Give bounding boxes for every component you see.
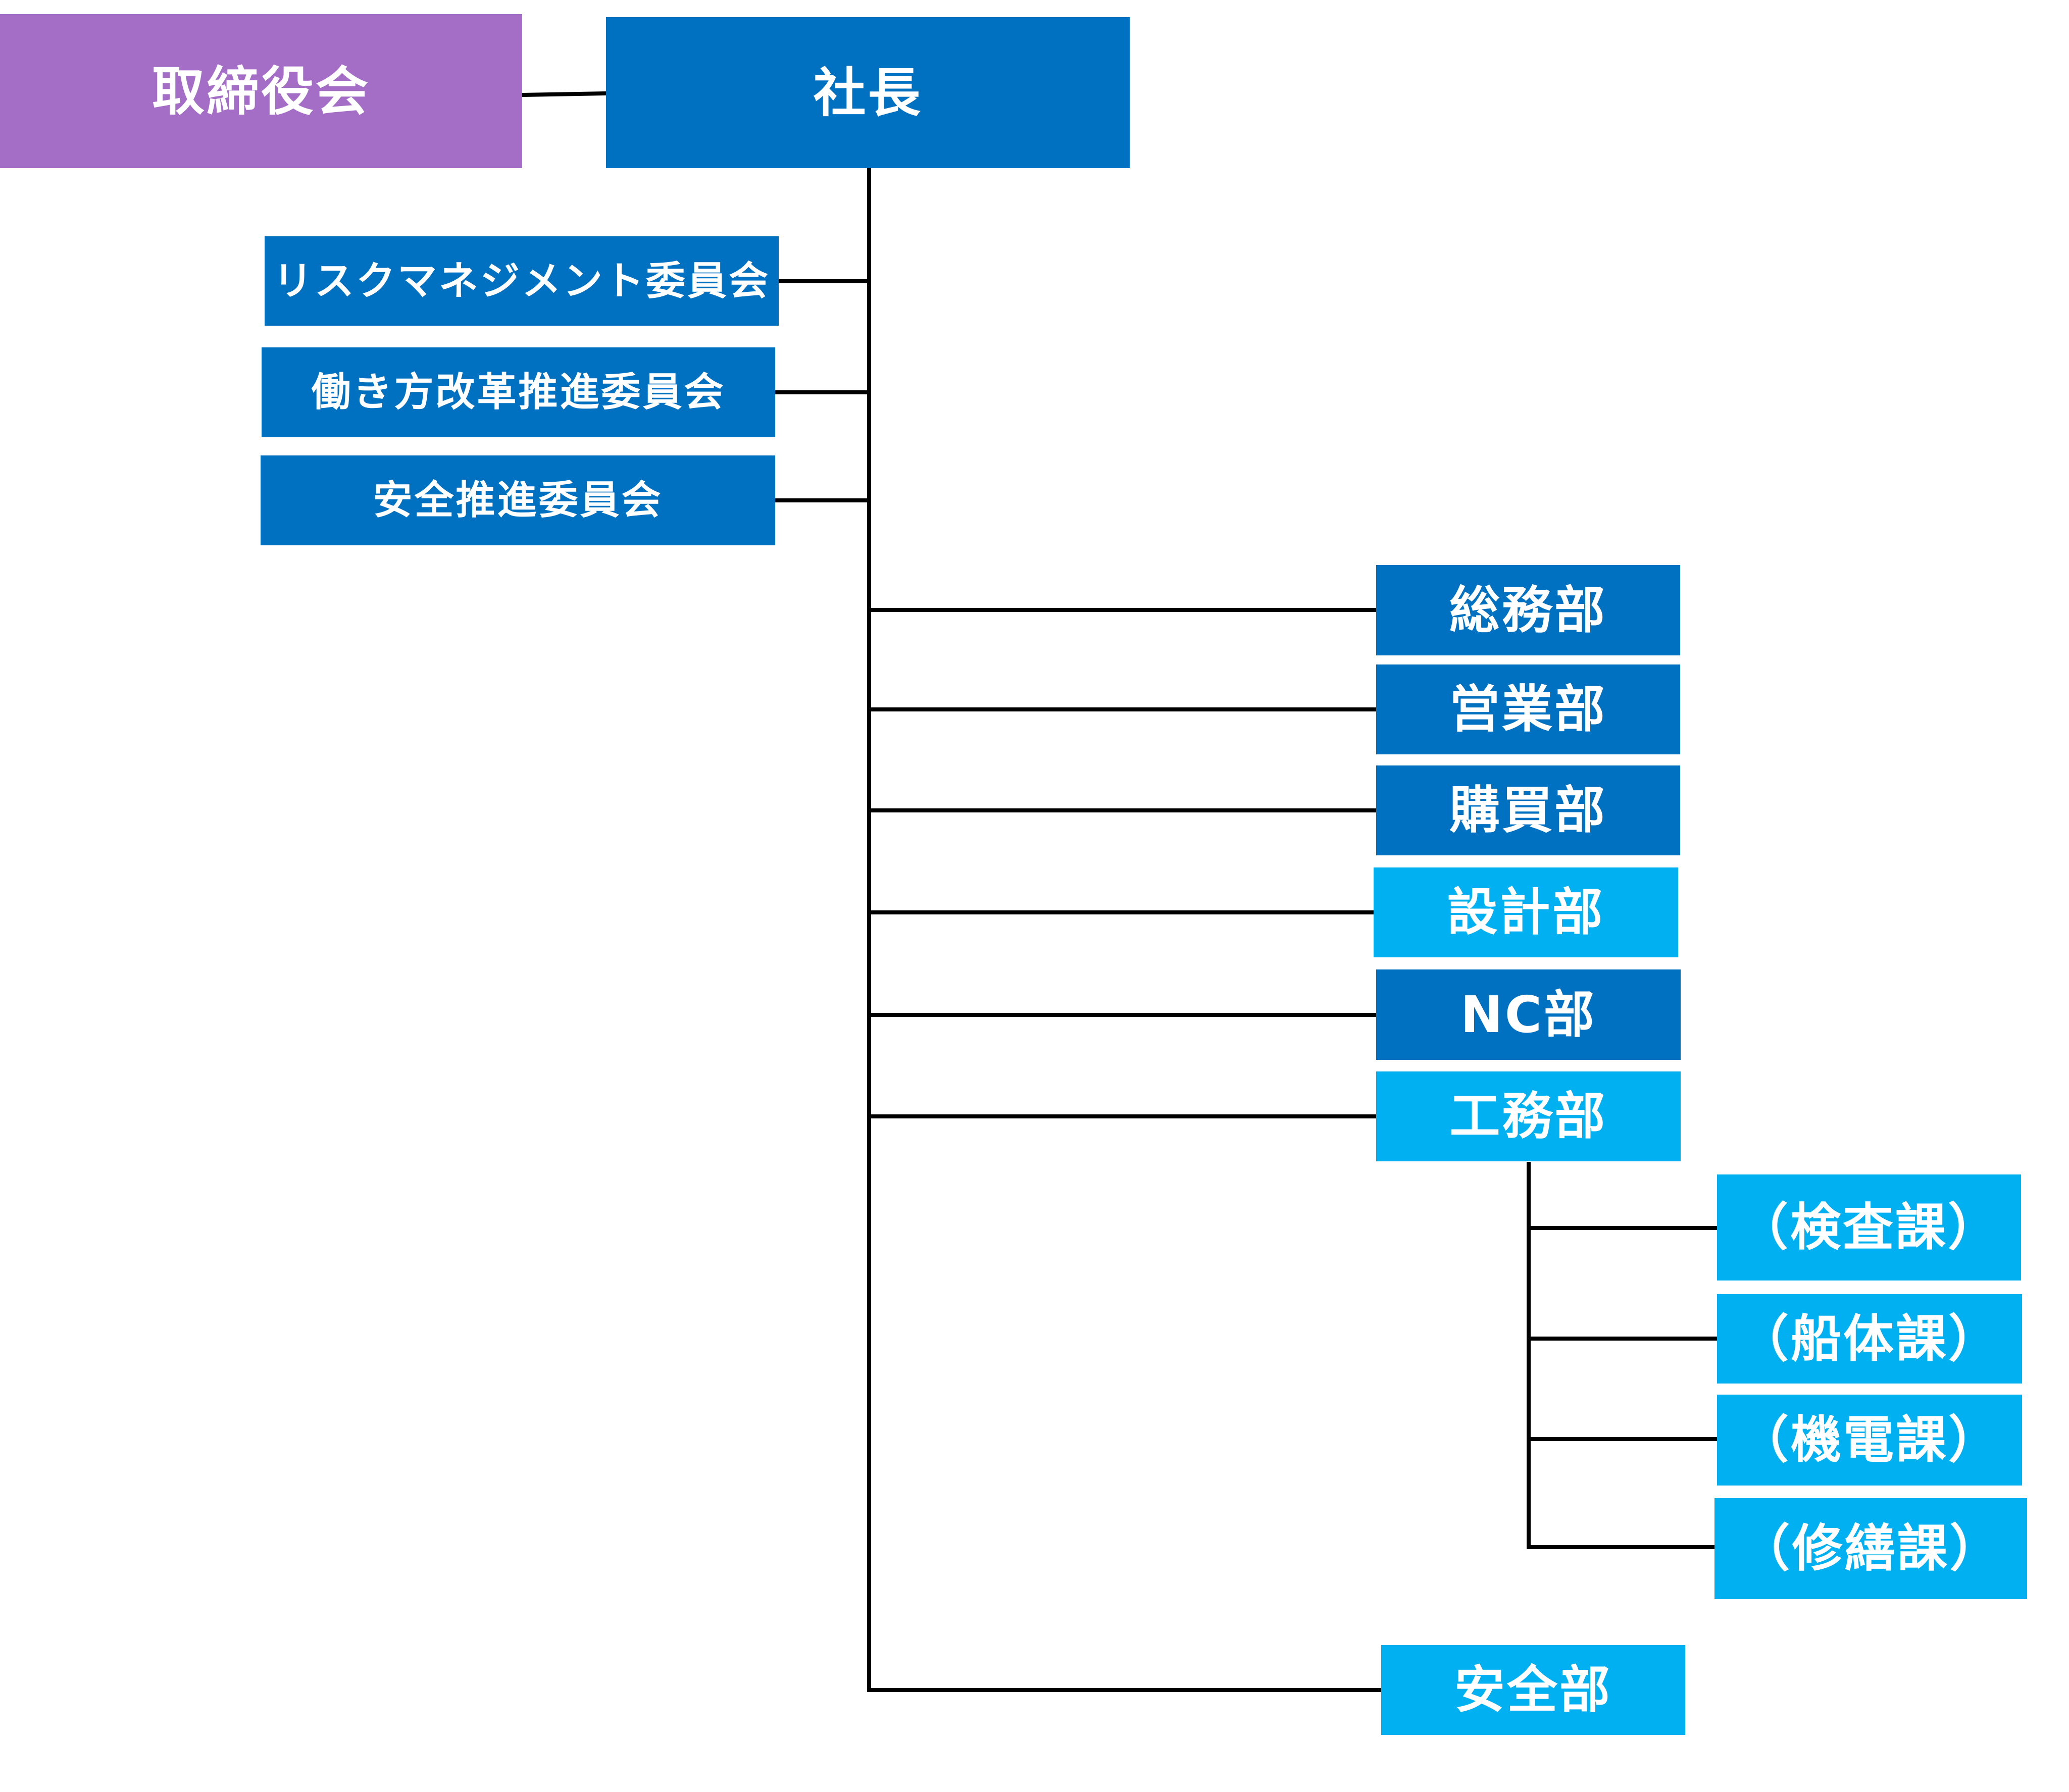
safety-promotion-committee-label: 安全推進委員会: [373, 478, 663, 523]
safety-department-label: 安全部: [1454, 1660, 1612, 1719]
president-label: 社長: [813, 62, 923, 124]
board-of-directors-label: 取締役会: [152, 60, 370, 122]
nc-department-label: NC部: [1460, 985, 1597, 1044]
electrical-section-label: （機電課）: [1738, 1410, 2001, 1469]
repair-section-box: （修繕課）: [1714, 1498, 2027, 1599]
inspection-section-label: （検査課）: [1738, 1198, 2000, 1257]
hull-section-label: （船体課）: [1738, 1309, 2001, 1368]
safety-department-box: 安全部: [1381, 1645, 1685, 1735]
general-affairs-department-label: 総務部: [1449, 580, 1607, 640]
electrical-section-box: （機電課）: [1717, 1395, 2022, 1486]
design-department-label: 設計部: [1447, 883, 1605, 942]
board-of-directors-box: 取締役会: [0, 14, 522, 168]
sales-department-box: 営業部: [1376, 664, 1680, 754]
risk-management-committee-box: リスクマネジメント委員会: [265, 236, 779, 326]
inspection-section-box: （検査課）: [1717, 1174, 2021, 1281]
purchasing-department-label: 購買部: [1449, 781, 1607, 840]
works-department-label: 工務部: [1449, 1087, 1607, 1146]
work-style-reform-committee-label: 働き方改革推進委員会: [311, 370, 726, 415]
safety-promotion-committee-box: 安全推進委員会: [261, 455, 775, 545]
repair-section-label: （修繕課）: [1739, 1519, 2002, 1578]
general-affairs-department-box: 総務部: [1376, 565, 1680, 655]
nc-department-box: NC部: [1376, 969, 1681, 1060]
risk-management-committee-label: リスクマネジメント委員会: [273, 258, 770, 304]
hull-section-box: （船体課）: [1717, 1294, 2022, 1384]
purchasing-department-box: 購買部: [1376, 765, 1680, 855]
board-president-connector: [520, 91, 609, 97]
president-box: 社長: [606, 17, 1130, 168]
works-department-box: 工務部: [1376, 1071, 1681, 1161]
sales-department-label: 営業部: [1449, 680, 1607, 739]
work-style-reform-committee-box: 働き方改革推進委員会: [262, 347, 775, 437]
design-department-box: 設計部: [1374, 867, 1678, 957]
